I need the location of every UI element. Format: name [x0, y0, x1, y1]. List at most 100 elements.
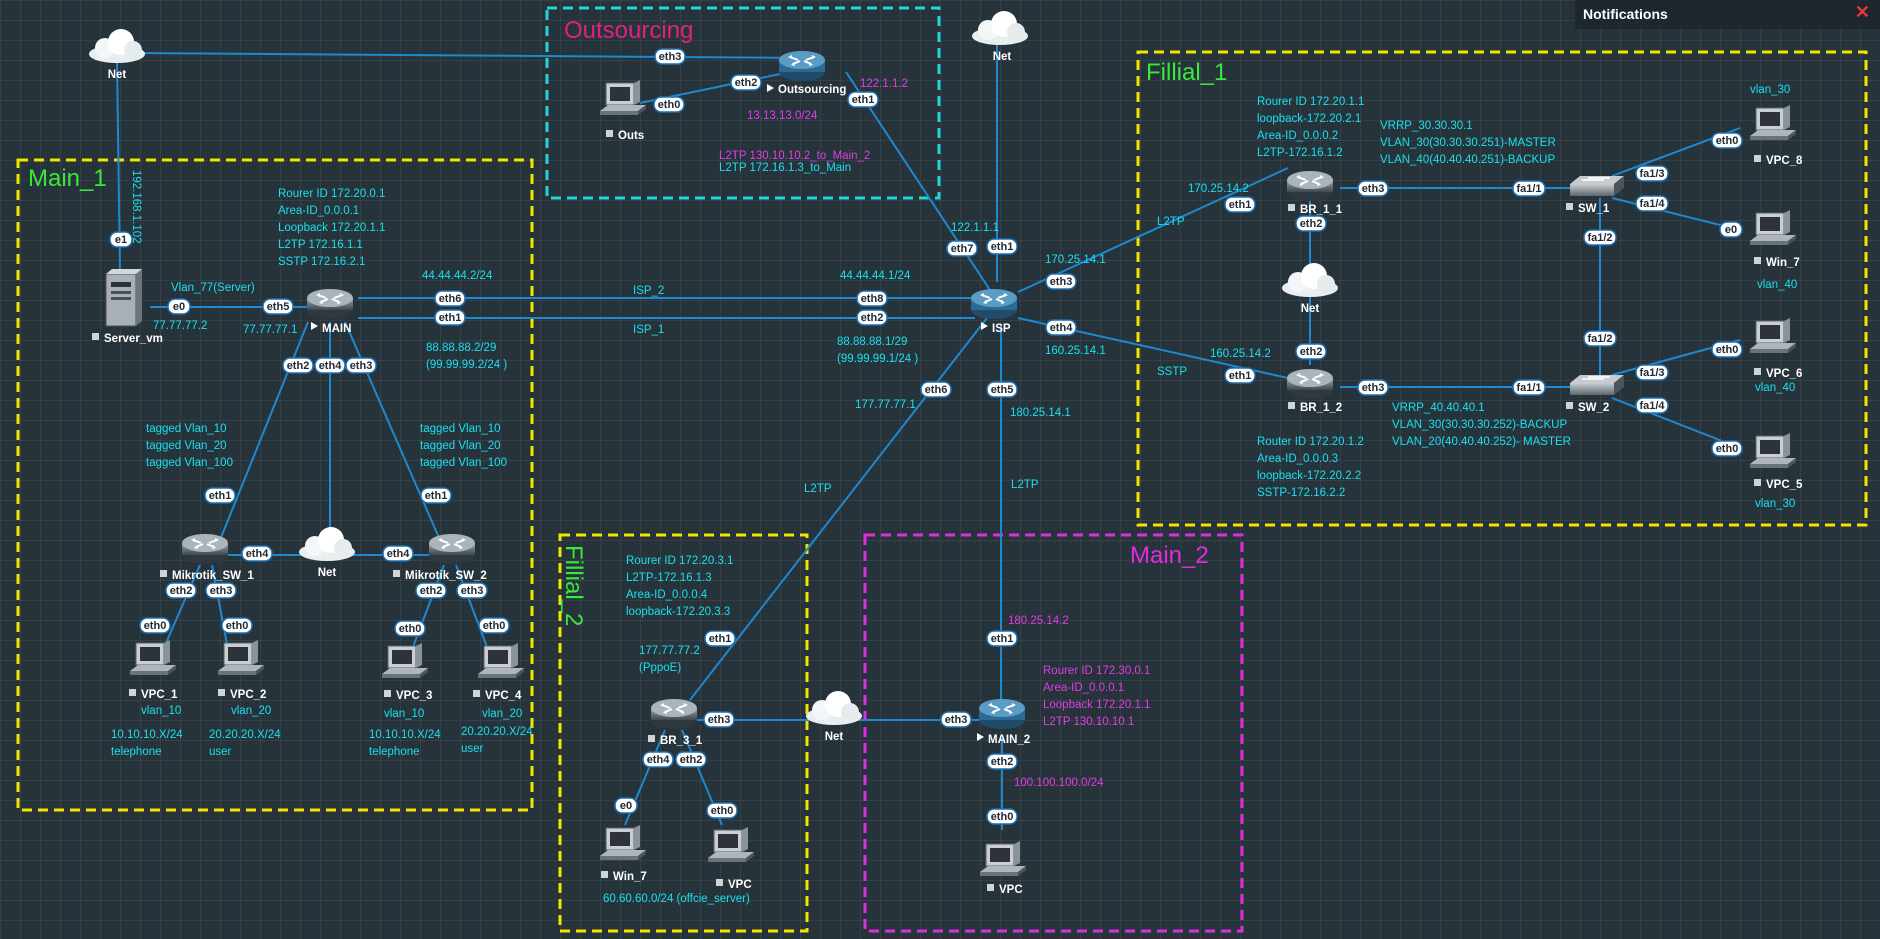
- port-label[interactable]: fa1/1: [1512, 180, 1546, 197]
- port-label[interactable]: eth0: [221, 617, 253, 634]
- port-label[interactable]: eth3: [205, 582, 237, 599]
- port-label[interactable]: eth2: [675, 751, 707, 768]
- svg-text:ISP_1: ISP_1: [633, 324, 664, 336]
- router-mikrotik-sw-2[interactable]: Mikrotik_SW_2: [393, 533, 487, 582]
- router-main-2[interactable]: MAIN_2: [977, 698, 1030, 746]
- port-label[interactable]: eth8: [856, 290, 888, 307]
- port-label[interactable]: eth4: [1045, 319, 1077, 336]
- port-label[interactable]: e1: [109, 231, 133, 248]
- port-label[interactable]: eth0: [1711, 341, 1743, 358]
- port-label[interactable]: eth6: [434, 290, 466, 307]
- port-label[interactable]: eth1: [986, 630, 1018, 647]
- port-label[interactable]: eth2: [165, 582, 197, 599]
- port-label[interactable]: fa1/2: [1583, 330, 1617, 347]
- pc-vpc-5[interactable]: VPC_5: [1749, 432, 1803, 491]
- port-label[interactable]: eth2: [415, 582, 447, 599]
- port-label[interactable]: eth1: [1224, 367, 1256, 384]
- port-label[interactable]: eth0: [1711, 132, 1743, 149]
- svg-text:SSTP-172.16.2.2: SSTP-172.16.2.2: [1257, 487, 1345, 499]
- port-label[interactable]: eth3: [1357, 180, 1389, 197]
- port-label[interactable]: eth2: [1295, 215, 1327, 232]
- port-label[interactable]: eth3: [1357, 379, 1389, 396]
- cloud-net-bottom[interactable]: Net: [806, 691, 862, 743]
- svg-text:VPC_8: VPC_8: [1766, 155, 1803, 167]
- pc-vpc-main-2[interactable]: VPC: [979, 840, 1027, 896]
- port-label[interactable]: eth2: [986, 753, 1018, 770]
- port-label[interactable]: eth7: [946, 240, 978, 257]
- port-label[interactable]: eth4: [314, 357, 346, 374]
- router-mikrotik-sw-1[interactable]: Mikrotik_SW_1: [160, 533, 254, 582]
- port-label[interactable]: eth1: [847, 91, 879, 108]
- port-label[interactable]: eth0: [1711, 440, 1743, 457]
- pc-vpc-6[interactable]: VPC_6: [1749, 317, 1802, 380]
- svg-text:L2TP 130.10.10.2_to_Main_2: L2TP 130.10.10.2_to_Main_2: [719, 150, 870, 162]
- switch-sw-2[interactable]: SW_2: [1566, 374, 1625, 414]
- pc-outs[interactable]: Outs: [599, 79, 647, 142]
- pc-vpc-3[interactable]: VPC_3: [381, 642, 432, 702]
- vrrp-1-info: VRRP_30.30.30.1 VLAN_30(30.30.30.251)-MA…: [1380, 120, 1556, 166]
- port-label[interactable]: eth4: [642, 751, 674, 768]
- svg-text:VPC_6: VPC_6: [1766, 368, 1802, 380]
- port-label[interactable]: e0: [614, 797, 638, 814]
- port-label[interactable]: e0: [167, 298, 191, 315]
- close-icon[interactable]: ✕: [1854, 2, 1870, 22]
- port-label[interactable]: eth1: [434, 309, 466, 326]
- port-label[interactable]: eth3: [654, 48, 686, 65]
- port-label[interactable]: eth6: [920, 381, 952, 398]
- port-label[interactable]: eth3: [1045, 273, 1077, 290]
- port-label[interactable]: fa1/2: [1583, 229, 1617, 246]
- port-label[interactable]: eth0: [986, 808, 1018, 825]
- port-label[interactable]: fa1/4: [1635, 397, 1669, 414]
- pc-vpc-1[interactable]: VPC_1: [129, 639, 178, 701]
- port-label[interactable]: eth3: [940, 711, 972, 728]
- port-label[interactable]: eth1: [986, 238, 1018, 255]
- router-outsourcing[interactable]: Outsourcing: [767, 50, 846, 96]
- port-label[interactable]: fa1/3: [1635, 364, 1669, 381]
- port-label[interactable]: eth1: [420, 487, 452, 504]
- port-label[interactable]: eth4: [241, 545, 273, 562]
- port-label[interactable]: fa1/4: [1635, 195, 1669, 212]
- server-vm[interactable]: Server_vm: [92, 268, 163, 345]
- router-br-1-1[interactable]: BR_1_1: [1286, 170, 1343, 216]
- router-isp[interactable]: ISP: [970, 288, 1018, 335]
- port-label[interactable]: eth1: [1224, 196, 1256, 213]
- port-label[interactable]: eth2: [856, 309, 888, 326]
- pc-win-7-fillial-2[interactable]: Win_7: [599, 824, 647, 883]
- port-label[interactable]: e0: [1719, 221, 1743, 238]
- pc-vpc-2[interactable]: VPC_2: [217, 639, 266, 701]
- port-label[interactable]: eth5: [986, 381, 1018, 398]
- cloud-net-top[interactable]: Net: [972, 11, 1028, 63]
- pc-win-7-fillial-1[interactable]: Win_7: [1749, 209, 1800, 269]
- port-label[interactable]: eth2: [282, 357, 314, 374]
- port-label[interactable]: eth2: [730, 74, 762, 91]
- port-label[interactable]: eth0: [394, 620, 426, 637]
- pc-vpc-8[interactable]: VPC_8: [1749, 104, 1803, 167]
- router-br-1-2[interactable]: BR_1_2: [1286, 368, 1342, 414]
- port-label[interactable]: eth0: [478, 617, 510, 634]
- port-label[interactable]: eth4: [382, 545, 414, 562]
- port-label[interactable]: eth0: [653, 96, 685, 113]
- port-label[interactable]: eth3: [456, 582, 488, 599]
- cloud-net-main-1[interactable]: Net: [299, 527, 355, 579]
- svg-text:Rourer ID 172.20.0.1: Rourer ID 172.20.0.1: [278, 188, 385, 200]
- port-label[interactable]: eth0: [706, 802, 738, 819]
- port-label[interactable]: eth0: [139, 617, 171, 634]
- pc-vpc-fillial-2[interactable]: VPC: [707, 826, 755, 891]
- port-label[interactable]: eth3: [703, 711, 735, 728]
- port-label[interactable]: eth2: [1295, 343, 1327, 360]
- svg-text:20.20.20.X/24: 20.20.20.X/24: [209, 729, 281, 741]
- port-label[interactable]: eth1: [704, 630, 736, 647]
- switch-sw-1[interactable]: SW_1: [1566, 175, 1625, 215]
- pc-vpc-4[interactable]: VPC_4: [473, 642, 525, 702]
- cloud-net-top-left[interactable]: Net: [89, 29, 145, 81]
- port-label[interactable]: eth5: [262, 298, 294, 315]
- port-label[interactable]: fa1/1: [1512, 379, 1546, 396]
- router-main[interactable]: MAIN: [306, 288, 354, 335]
- cloud-net-fillial-1[interactable]: Net: [1282, 263, 1338, 315]
- port-label[interactable]: eth3: [345, 357, 377, 374]
- port-label[interactable]: eth1: [204, 487, 236, 504]
- router-br-3-1[interactable]: BR_3_1: [648, 698, 703, 747]
- port-label[interactable]: fa1/3: [1635, 165, 1669, 182]
- svg-text:eth1: eth1: [991, 633, 1014, 645]
